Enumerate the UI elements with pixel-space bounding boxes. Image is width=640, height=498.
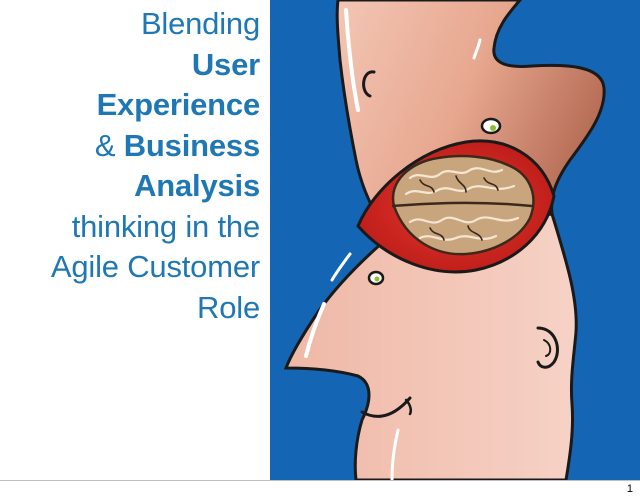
title-text-bold: User [191, 46, 260, 82]
lower-head-shape [283, 212, 578, 480]
title-line: Analysis [0, 166, 260, 207]
title-text: Role [197, 289, 260, 325]
title-text: thinking in the [71, 208, 261, 244]
upper-ear [362, 70, 376, 98]
title-line: Blending [0, 4, 260, 45]
title-line: Experience [0, 85, 261, 126]
title-line: thinking in the [0, 207, 261, 248]
title-text: Blending [140, 6, 260, 41]
title-line: Role [0, 288, 260, 329]
footer-rule [0, 480, 640, 481]
title-text: Agile Customer [50, 249, 260, 284]
title-line: Agile Customer [0, 247, 260, 288]
title-line: User [0, 45, 260, 86]
lower-ear [536, 326, 559, 369]
title-text: & [94, 127, 124, 163]
title-text-bold: Business [123, 127, 260, 163]
forehead-highlight [344, 8, 360, 112]
page-number: 1 [626, 483, 633, 495]
title-text-bold: Experience [96, 87, 261, 122]
title-line: & Business [0, 126, 260, 167]
lower-eye-icon [367, 270, 385, 286]
head-with-exposed-brain-illustration [270, 0, 640, 480]
brain-icon [391, 154, 535, 256]
upper-eye-icon [480, 117, 502, 135]
title-text-bold: Analysis [134, 168, 260, 203]
nose-line [304, 302, 326, 358]
